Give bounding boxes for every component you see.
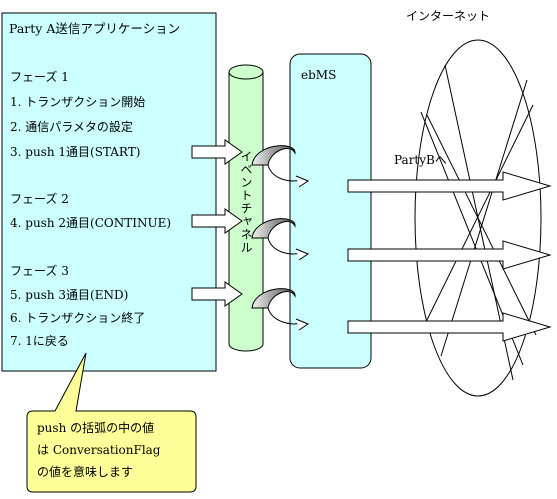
internet-cloud <box>414 39 542 397</box>
step-6: 6. トランザクション終了 <box>10 311 146 325</box>
phase-1-label: フェーズ 1 <box>10 70 69 84</box>
party-a-box <box>1 12 217 372</box>
push-arrow-1 <box>191 139 243 165</box>
ebms-label: ebMS <box>301 68 337 82</box>
step-5: 5. push 3通目(END) <box>10 288 129 302</box>
send-arrow-1 <box>347 171 552 201</box>
send-arrow-2 <box>347 240 552 270</box>
callout-line-3: の値を意味します <box>37 465 134 479</box>
internet-label: インターネット <box>406 9 491 23</box>
transfer-arc-3 <box>251 288 310 331</box>
step-4: 4. push 2通目(CONTINUE) <box>10 216 172 230</box>
party-b-label: PartyBへ <box>394 153 447 167</box>
push-arrow-3 <box>191 281 243 307</box>
phase-2-label: フェーズ 2 <box>10 192 69 206</box>
ebms-box <box>289 53 372 369</box>
phase-3-label: フェーズ 3 <box>10 264 69 278</box>
transfer-arc-1 <box>251 145 310 188</box>
callout-line-2: は ConversationFlag <box>37 443 161 457</box>
step-1: 1. トランザクション開始 <box>10 95 146 109</box>
step-3: 3. push 1通目(START) <box>10 145 141 159</box>
send-arrow-3 <box>347 312 552 342</box>
transfer-arc-2 <box>251 218 310 261</box>
callout-bubble <box>26 352 197 493</box>
step-7: 7. 1に戻る <box>10 334 69 348</box>
step-2: 2. 通信パラメタの設定 <box>10 120 133 134</box>
event-channel-label: イベントチャネル <box>239 150 253 254</box>
callout-line-1: push の括弧の中の値 <box>37 421 155 435</box>
party-a-title: Party A送信アプリケーション <box>9 21 181 36</box>
push-arrow-2 <box>191 208 243 234</box>
